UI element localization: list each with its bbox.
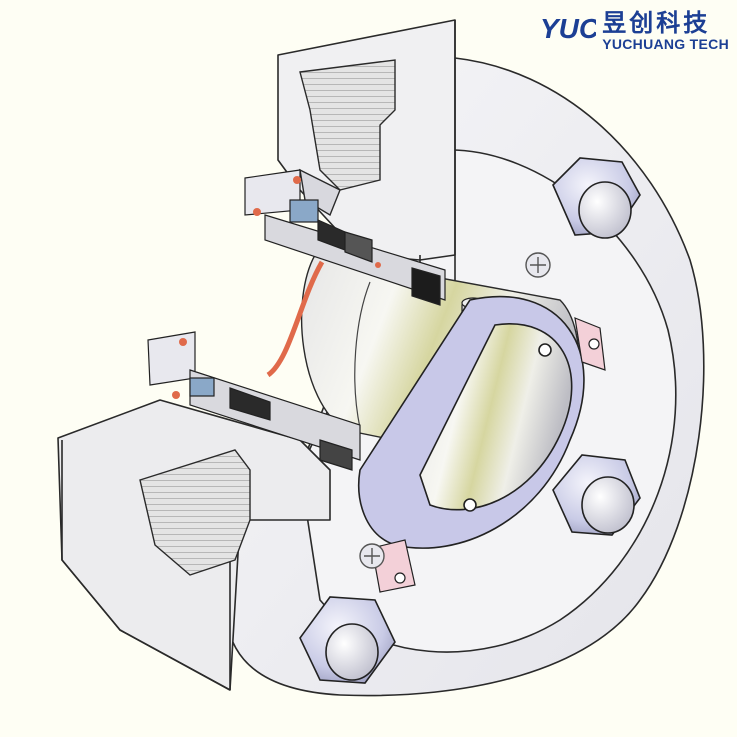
hex-nut-icon bbox=[299, 157, 641, 684]
hex-nut-top bbox=[552, 157, 641, 239]
seal-faces-upper bbox=[244, 169, 446, 306]
brand-name-en: YUCHUANG TECH bbox=[602, 36, 729, 52]
brand-name-cn: 昱创科技 bbox=[602, 9, 711, 37]
hex-nut-right bbox=[552, 454, 641, 536]
screw-slot-icon bbox=[359, 252, 551, 569]
seal-faces-lower bbox=[147, 331, 361, 471]
threaded-port-bottom bbox=[139, 449, 251, 576]
brand-text: 昱创科技 YUCHUANG TECH bbox=[602, 10, 729, 52]
hex-nut-bottom bbox=[299, 596, 396, 684]
yuc-logo-mark: YUC bbox=[540, 13, 596, 44]
setting-bracket-upper bbox=[574, 317, 606, 371]
sleeve-oring-red bbox=[266, 260, 325, 378]
threaded-port-top bbox=[299, 59, 396, 217]
svg-text:YUC: YUC bbox=[540, 13, 596, 44]
company-logo: YUC 昱创科技 YUCHUANG TECH bbox=[540, 10, 729, 52]
drive-collar bbox=[358, 295, 585, 549]
